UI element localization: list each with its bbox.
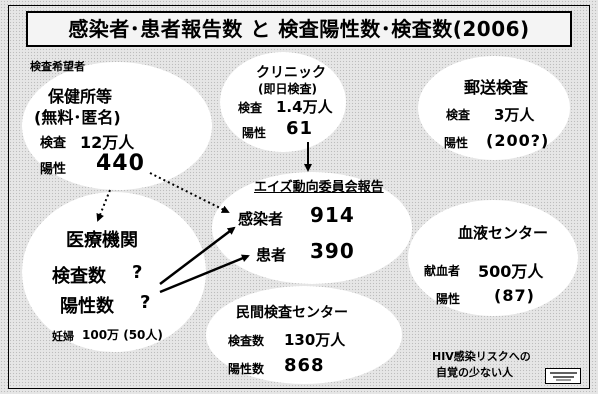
medical-name: 医療機関 xyxy=(66,230,138,251)
arrow-medical-to-patient xyxy=(159,254,250,294)
blood-donor-value: 500万人 xyxy=(478,262,544,281)
clinic-pos-value: 61 xyxy=(286,118,314,139)
private-lab-pos-label: 陽性数 xyxy=(228,362,265,376)
bubble-hokenjo xyxy=(22,62,212,190)
hokenjo-pos-label: 陽性 xyxy=(40,162,67,177)
private-lab-pos-value: 868 xyxy=(284,355,325,376)
bubble-private-lab xyxy=(206,286,402,384)
arrow-hokenjo-to-medical xyxy=(96,189,111,222)
aids-patient-value: 390 xyxy=(310,239,355,263)
bubble-aids-committee xyxy=(212,172,412,284)
blood-pos-value: (87) xyxy=(494,286,535,305)
risk-note-line2: 自覚の少ない人 xyxy=(436,366,513,379)
bubble-mail xyxy=(418,56,570,160)
note-kensa-kibosha: 検査希望者 xyxy=(30,60,85,73)
clinic-sub: (即日検査) xyxy=(258,82,317,96)
blood-center-name: 血液センター xyxy=(458,224,549,242)
hokenjo-sub: (無料･匿名) xyxy=(34,108,121,127)
clinic-name: クリニック xyxy=(256,65,326,81)
slide-frame xyxy=(8,5,590,389)
mail-pos-label: 陽性 xyxy=(444,136,469,150)
aids-patient-label: 患者 xyxy=(256,246,287,264)
mail-test-label: 検査 xyxy=(446,108,471,122)
hokenjo-pos-value: 440 xyxy=(96,151,145,176)
medical-pregnant-value: 100万 (50人) xyxy=(82,328,163,342)
hokenjo-test-label: 検査 xyxy=(40,136,67,151)
arrow-medical-to-infected xyxy=(159,226,236,285)
hokenjo-name: 保健所等 xyxy=(48,87,113,106)
medical-pregnant-label: 妊婦 xyxy=(52,330,74,343)
aids-committee-name: エイズ動向委員会報告 xyxy=(254,180,384,195)
clinic-pos-label: 陽性 xyxy=(242,126,267,140)
mail-name: 郵送検査 xyxy=(464,78,529,97)
bubble-blood-center xyxy=(408,200,578,316)
hokenjo-test-value: 12万人 xyxy=(80,133,135,152)
publisher-logo-mark xyxy=(549,372,577,381)
private-lab-test-label: 検査数 xyxy=(228,334,265,348)
medical-test-value: ? xyxy=(132,262,143,283)
risk-note-line1: HIV感染リスクへの xyxy=(432,350,531,363)
blood-donor-label: 献血者 xyxy=(424,264,461,278)
mail-pos-value: (200?) xyxy=(486,131,550,150)
blood-pos-label: 陽性 xyxy=(436,292,461,306)
publisher-logo xyxy=(545,368,581,384)
private-lab-test-value: 130万人 xyxy=(284,331,346,349)
medical-pos-value: ? xyxy=(140,292,151,313)
private-lab-name: 民間検査センター xyxy=(236,305,348,321)
mail-test-value: 3万人 xyxy=(494,106,535,124)
bubble-clinic xyxy=(220,52,346,152)
clinic-test-label: 検査 xyxy=(238,101,263,115)
clinic-test-value: 1.4万人 xyxy=(276,98,333,116)
arrow-hokenjo-to-committee xyxy=(149,172,230,213)
medical-test-label: 検査数 xyxy=(52,266,106,287)
aids-infected-value: 914 xyxy=(310,203,355,227)
aids-infected-label: 感染者 xyxy=(238,210,284,228)
medical-pos-label: 陽性数 xyxy=(60,296,114,317)
page-title: 感染者･患者報告数 と 検査陽性数･検査数(2006) xyxy=(26,11,572,47)
